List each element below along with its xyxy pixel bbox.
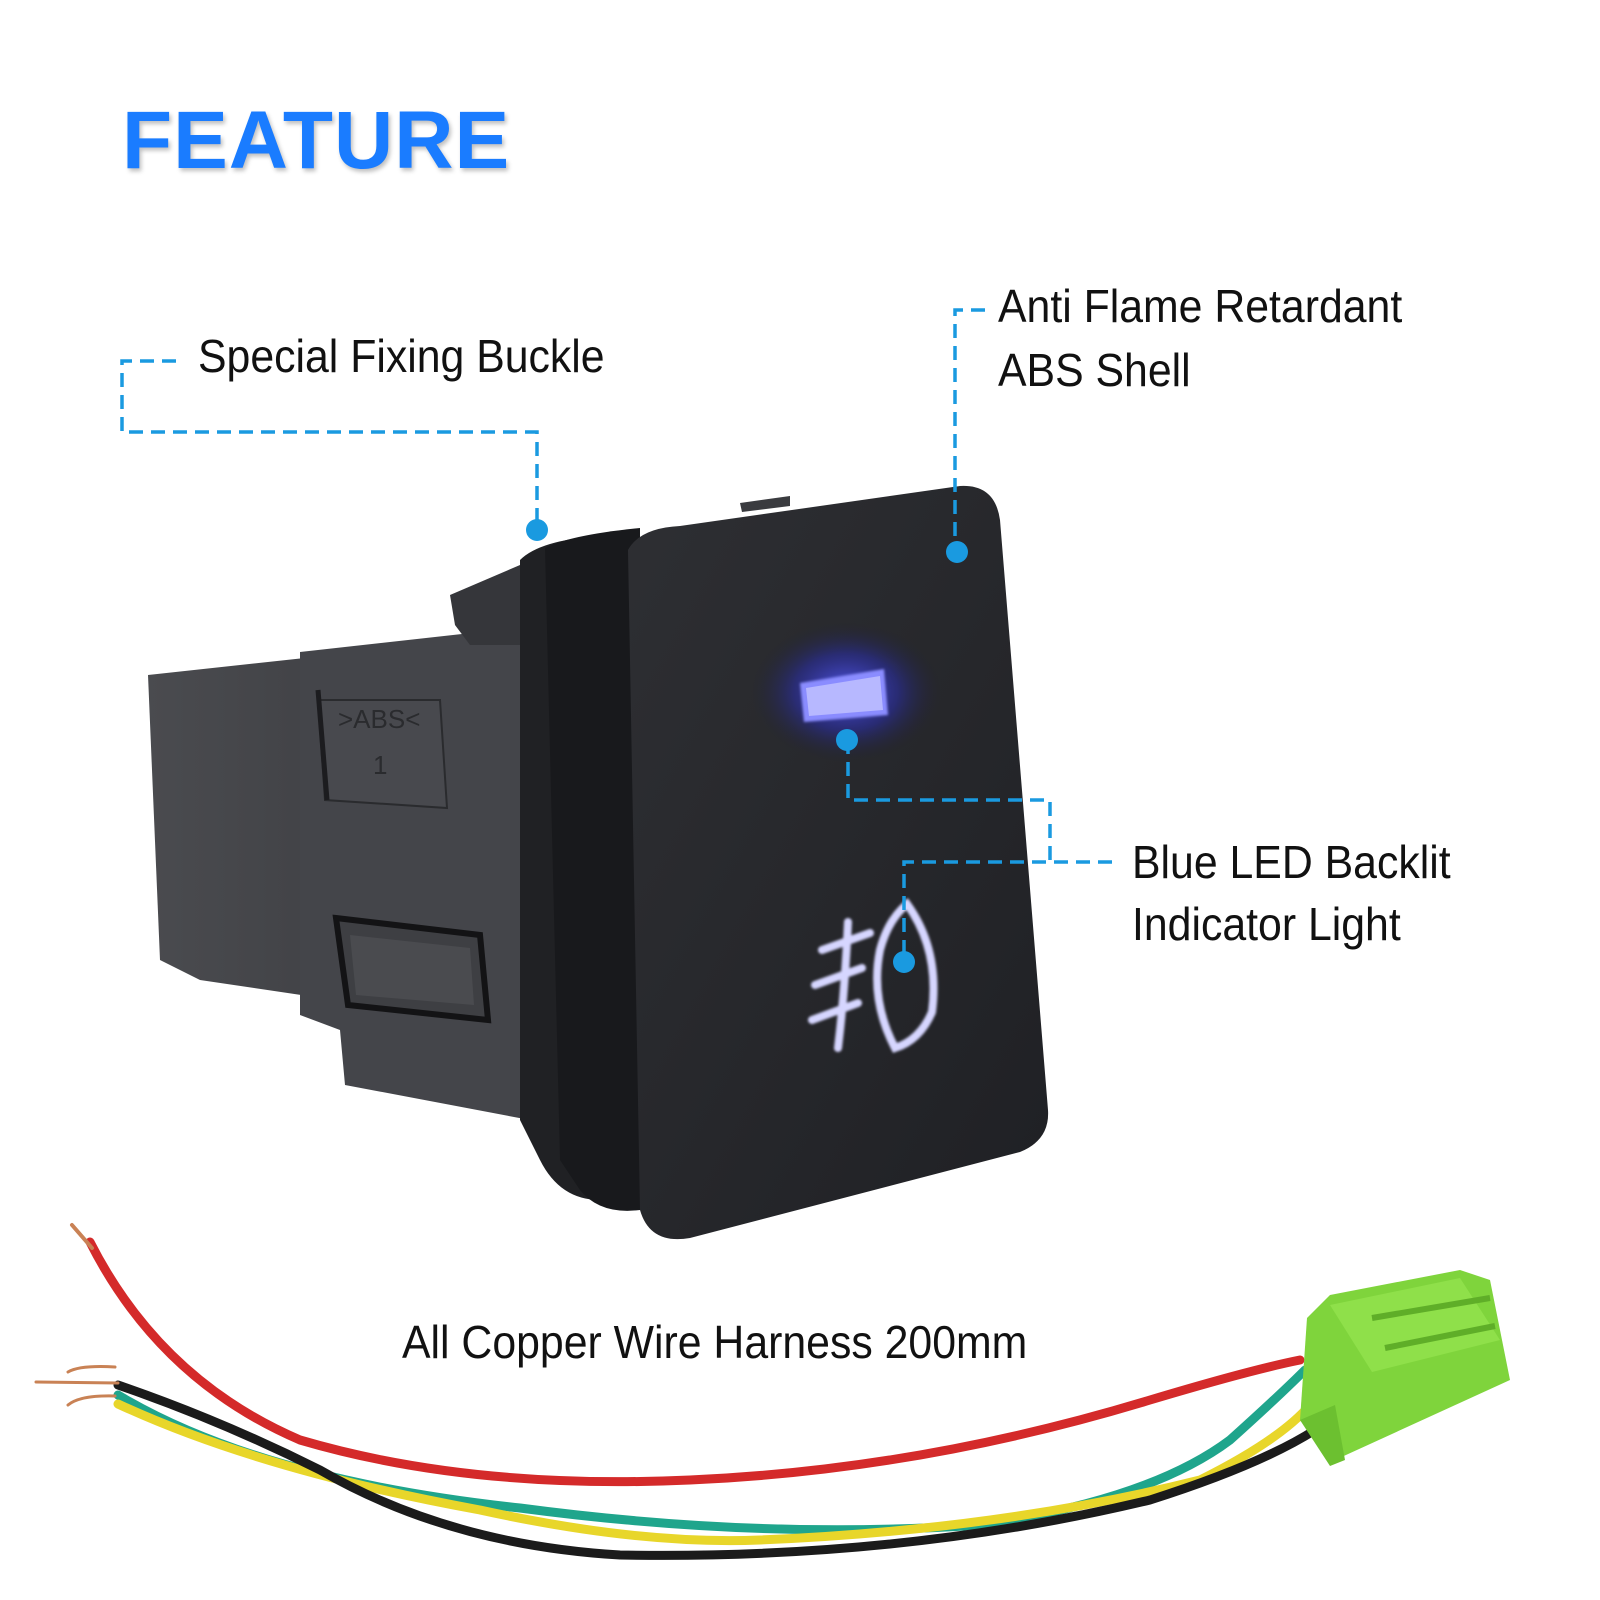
callout-shell-line1: Anti Flame Retardant [998, 280, 1403, 332]
green-connector [1300, 1270, 1510, 1466]
switch-housing [148, 528, 640, 1211]
led-dot [836, 729, 858, 751]
callout-harness-label: All Copper Wire Harness 200mm [402, 1316, 1028, 1368]
callout-led-line1: Blue LED Backlit [1132, 836, 1451, 888]
led-indicator [751, 622, 941, 762]
page-title: FEATURE [122, 95, 511, 186]
shell-dot [946, 541, 968, 563]
switch-face [628, 485, 1049, 1240]
fog-light-icon [808, 898, 938, 1053]
housing-marking: >ABS< [338, 704, 421, 734]
callout-led-line2: Indicator Light [1132, 898, 1401, 950]
callout-lines [120, 308, 1112, 960]
buckle-dot [526, 519, 548, 541]
callout-buckle-label: Special Fixing Buckle [198, 330, 605, 382]
icon-dot [893, 951, 915, 973]
callout-shell-line2: ABS Shell [998, 344, 1191, 396]
wire-harness [34, 1223, 1320, 1560]
housing-marking-number: 1 [373, 750, 388, 780]
callout-dots [526, 519, 968, 973]
